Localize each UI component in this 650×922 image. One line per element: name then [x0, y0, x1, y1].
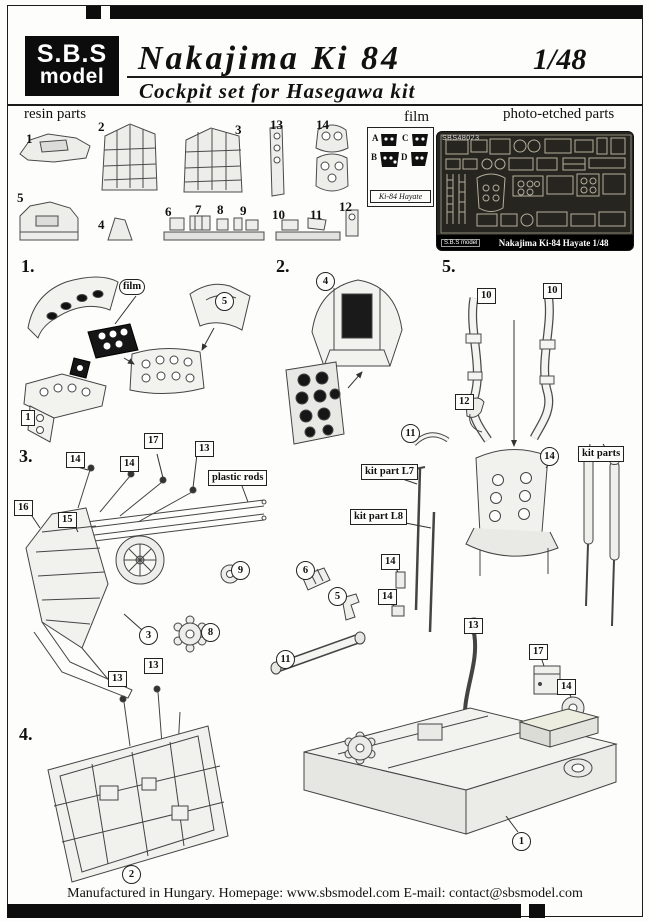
- step-5-number: 5.: [442, 256, 456, 276]
- part-number-13: 13: [270, 117, 283, 132]
- film-label: film: [404, 109, 429, 125]
- logo-text-bottom: model: [39, 65, 105, 88]
- film-letter-c: C: [402, 133, 409, 143]
- photo-etched-fret: SBS48023 S.B.S model Nakajima Ki-84 Haya…: [436, 131, 634, 251]
- callout-kit-part-l7: kit part L7: [361, 464, 419, 480]
- pe-fret-parts: [440, 134, 632, 234]
- pe-fret-caption: Nakajima Ki-84 Hayate 1/48: [498, 237, 609, 248]
- callout-part-8: 8: [201, 623, 220, 642]
- callout-part-14: 14: [66, 452, 85, 468]
- part-number-11: 11: [310, 207, 323, 222]
- callout-part-16: 16: [14, 500, 33, 516]
- film-letter-a: A: [372, 133, 379, 143]
- callout-part-5: 5: [215, 292, 234, 311]
- part-number-10: 10: [272, 207, 285, 222]
- callout-part-14: 14: [381, 554, 400, 570]
- callout-part-14: 14: [378, 589, 397, 605]
- film-sheet: A B C D Ki-84 Hayate: [367, 127, 434, 207]
- callout-part-4: 4: [316, 272, 335, 291]
- pe-fret-band: S.B.S model Nakajima Ki-84 Hayate 1/48: [437, 235, 633, 250]
- callout-part-9: 9: [231, 561, 250, 580]
- film-shapes: [380, 134, 428, 167]
- callout-kit-parts: kit parts: [578, 446, 625, 462]
- film-letter-d: D: [401, 152, 408, 162]
- deco-bar-top-long: [110, 6, 642, 19]
- step4-sidewall-diagram: [47, 685, 229, 883]
- step5-seat-and-floor-diagram: [270, 293, 620, 835]
- footer-text: Manufactured in Hungary. Homepage: www.s…: [67, 886, 583, 901]
- callout-part-14: 14: [540, 447, 559, 466]
- callout-plastic-rods: plastic rods: [208, 470, 268, 486]
- part-number-7: 7: [195, 202, 202, 217]
- deco-bar-bottom-long: [7, 904, 521, 918]
- film-caption: Ki-84 Hayate: [370, 190, 431, 203]
- resin-parts-drawing: [19, 123, 359, 241]
- part-number-6: 6: [165, 204, 172, 219]
- film-letter-b: B: [371, 152, 378, 162]
- callout-part-13: 13: [464, 618, 483, 634]
- callout-part-17: 17: [144, 433, 163, 449]
- sbs-model-logo: S.B.S model: [25, 36, 119, 96]
- callout-part-11: 11: [276, 650, 295, 669]
- callout-kit-part-l8: kit part L8: [350, 509, 408, 525]
- step-4-number: 4.: [19, 724, 33, 744]
- callout-part-12: 12: [455, 394, 474, 410]
- callout-part-10: 10: [543, 283, 562, 299]
- part-number-2: 2: [98, 119, 105, 134]
- step-3-number: 3.: [19, 446, 33, 466]
- callout-part-1: 1: [21, 410, 35, 426]
- callout-part-11: 11: [401, 424, 420, 443]
- pe-fret-brand-logo: S.B.S model: [441, 238, 481, 247]
- callout-part-13: 13: [108, 671, 127, 687]
- part-number-1: 1: [26, 131, 33, 146]
- callout-part-14: 14: [120, 456, 139, 472]
- step-2-number: 2.: [276, 256, 290, 276]
- callout-part-3: 3: [139, 626, 158, 645]
- callout-part-6: 6: [296, 561, 315, 580]
- callout-part-15: 15: [58, 512, 77, 528]
- page-subtitle: Cockpit set for Hasegawa kit: [139, 79, 416, 103]
- callout-part-2: 2: [122, 865, 141, 884]
- callout-part-13: 13: [144, 658, 163, 674]
- part-number-8: 8: [217, 202, 224, 217]
- header-rule-2: [8, 104, 642, 106]
- header-rule-1: [127, 76, 643, 78]
- step3-sidewall-diagram: [25, 453, 267, 699]
- part-number-9: 9: [240, 203, 247, 218]
- part-number-3: 3: [235, 122, 242, 137]
- callout-part-14: 14: [557, 679, 576, 695]
- step2-rear-bulkhead-diagram: [285, 279, 403, 445]
- logo-text-top: S.B.S: [36, 40, 108, 68]
- callout-film: film: [119, 279, 146, 295]
- deco-bar-top-small: [86, 6, 101, 19]
- part-number-4: 4: [98, 217, 105, 232]
- callout-part-10: 10: [477, 288, 496, 304]
- pe-fret-code: SBS48023: [442, 135, 480, 142]
- callout-part-1: 1: [512, 832, 531, 851]
- photo-etched-label: photo-etched parts: [503, 106, 615, 122]
- page-title: Nakajima Ki 84: [138, 40, 402, 77]
- part-number-5: 5: [17, 190, 24, 205]
- step-1-number: 1.: [21, 256, 35, 276]
- deco-bar-bottom-small: [529, 904, 545, 918]
- callout-part-5: 5: [328, 587, 347, 606]
- part-number-12: 12: [339, 199, 352, 214]
- callout-part-13: 13: [195, 441, 214, 457]
- callout-part-17: 17: [529, 644, 548, 660]
- resin-parts-label: resin parts: [24, 106, 87, 122]
- scale-label: 1/48: [533, 43, 587, 76]
- part-number-14: 14: [316, 117, 329, 132]
